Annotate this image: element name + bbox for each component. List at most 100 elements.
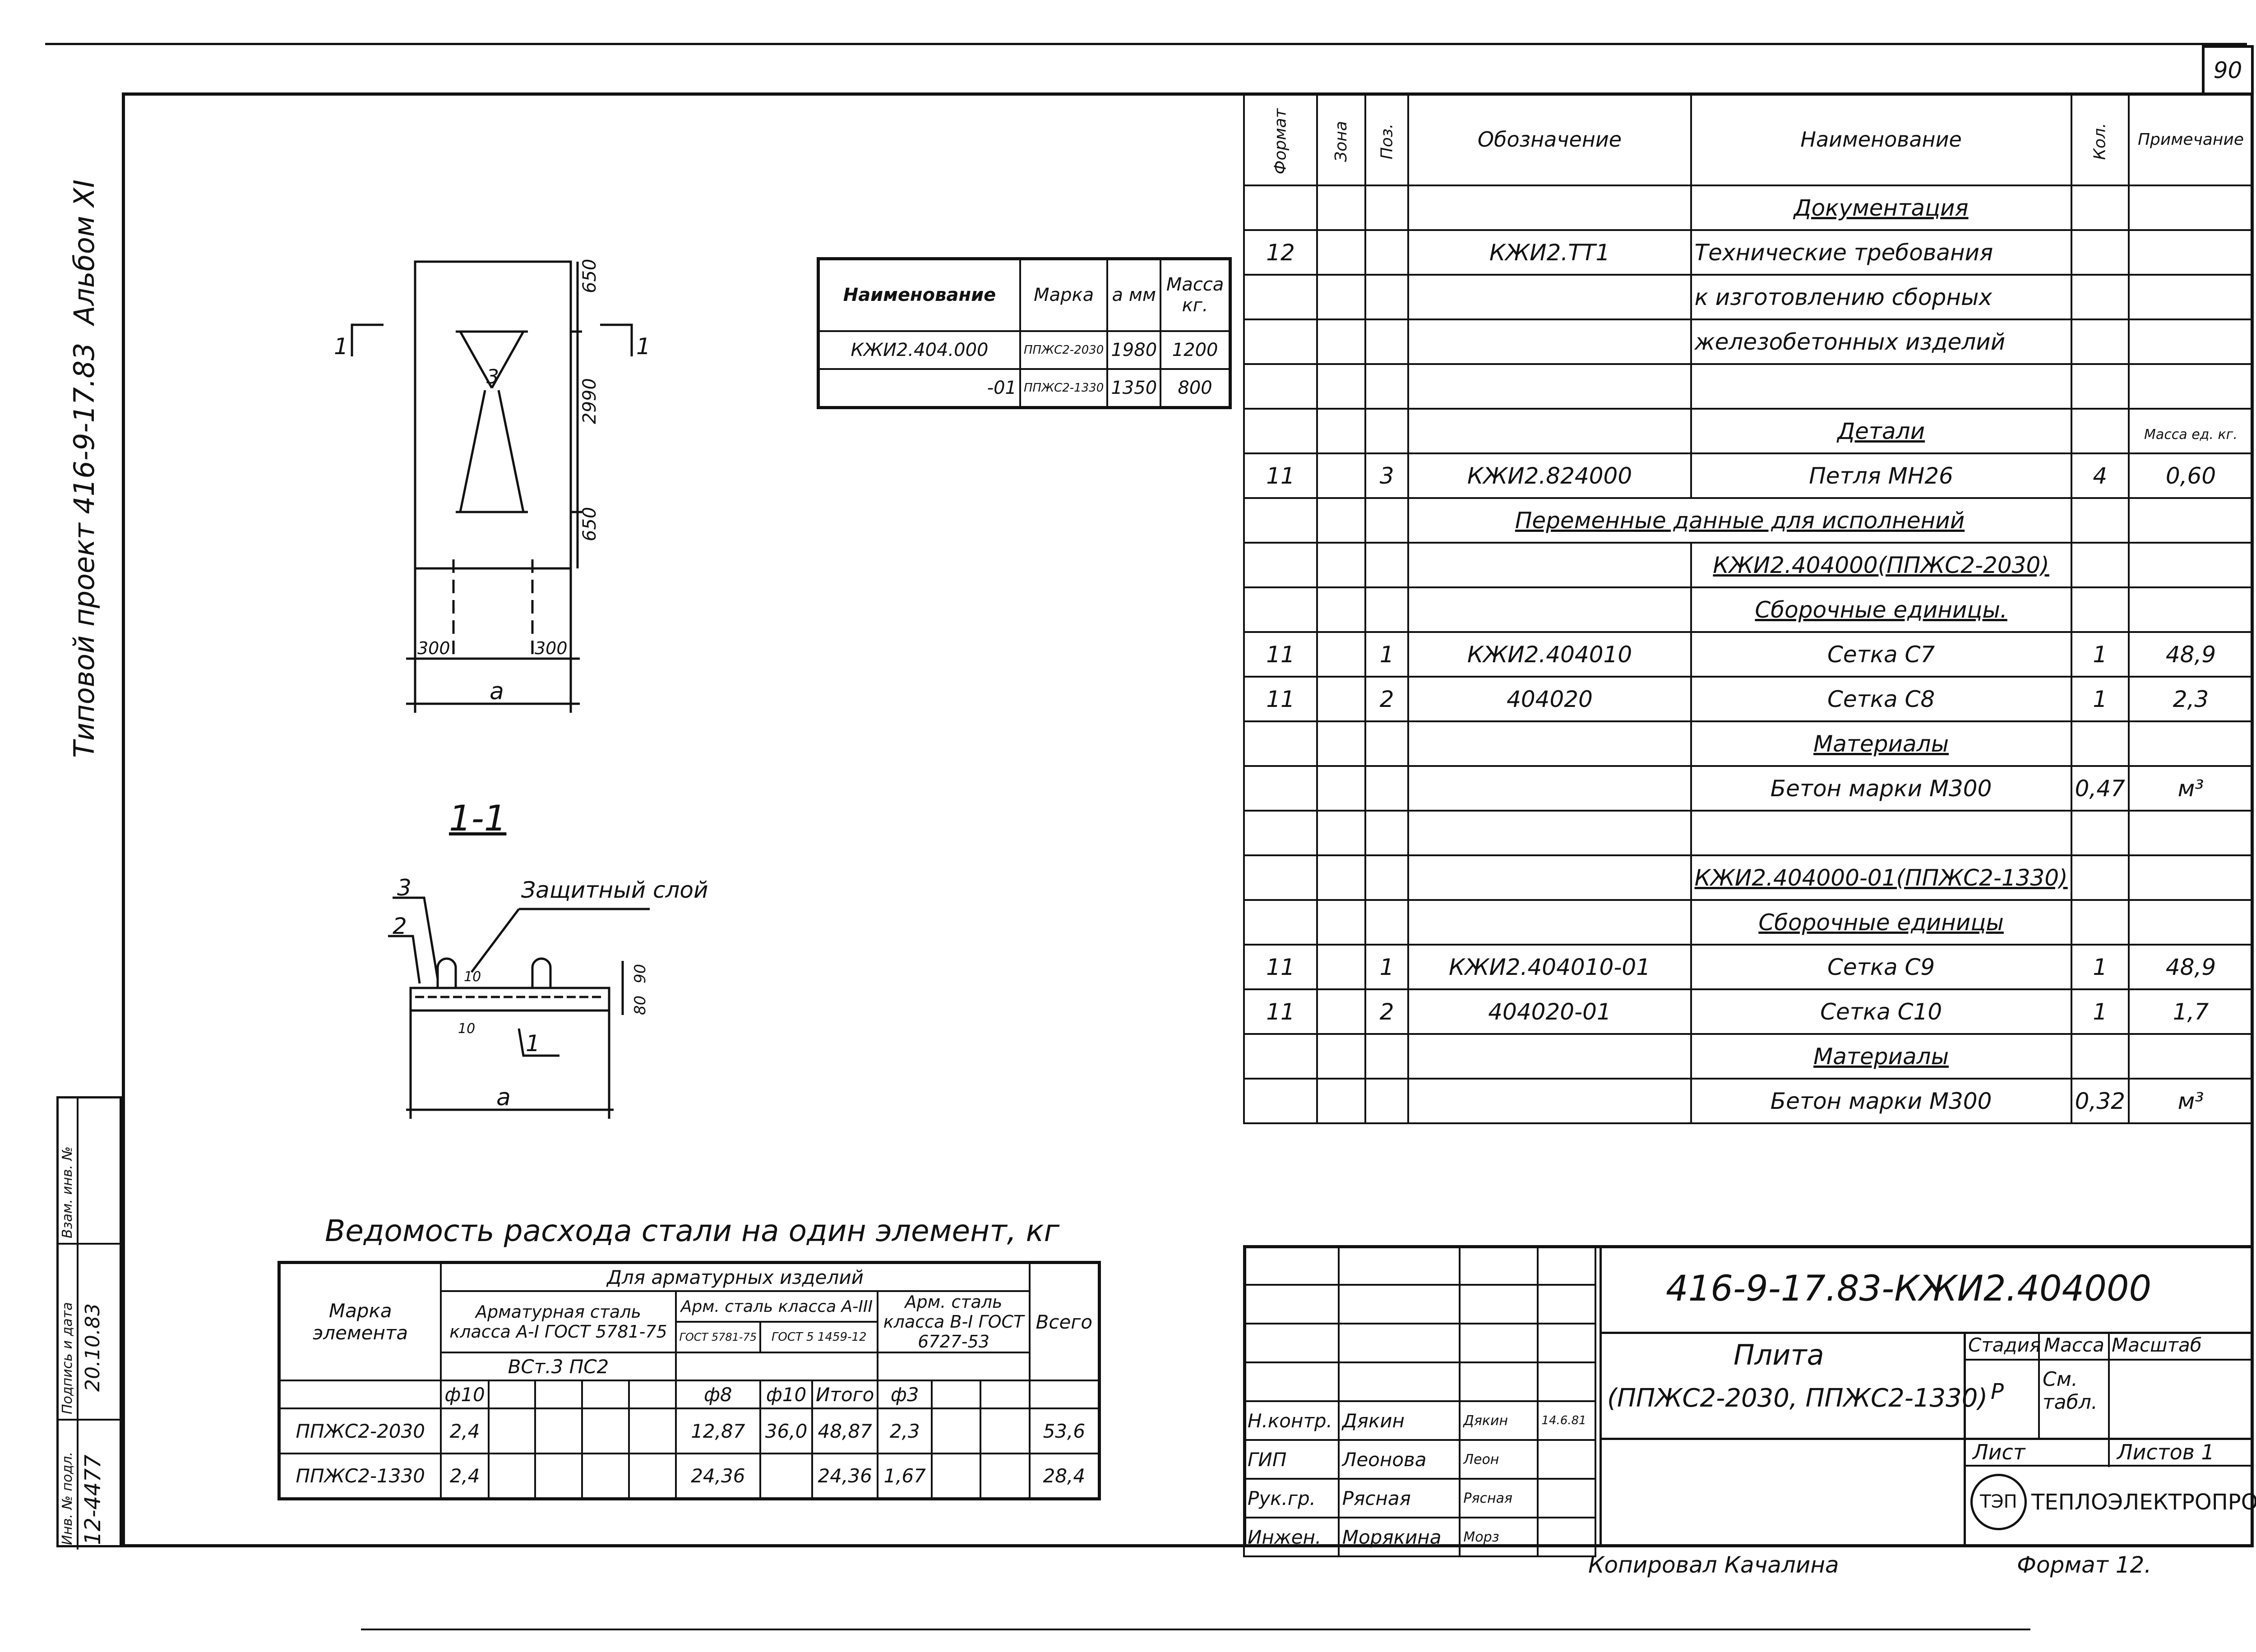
spec-cell: 48,9 — [2165, 954, 2216, 980]
section-pos-3: 3 — [397, 875, 411, 901]
steel-cell: 2,4 — [440, 1407, 490, 1454]
spec-row: Переменные данные для исполнений — [1243, 497, 2254, 544]
signature-cell — [1537, 1517, 1596, 1557]
steel-d-a3-2: ф10 — [759, 1380, 813, 1409]
spec-cell: КЖИ2.ТТ1 — [1489, 239, 1610, 266]
spec-cell: 0,32 — [2075, 1088, 2125, 1114]
steel-cell: 48,87 — [811, 1407, 879, 1454]
spec-cell: КЖИ2.404010 — [1467, 641, 1632, 668]
org-name: ТЕПЛОЭЛЕКТРОПРОЕКТ — [2031, 1490, 2256, 1515]
inv-no: 12-4477 — [80, 1454, 106, 1545]
section-dim-a: a — [496, 1084, 511, 1111]
mass-table: Наименование Марка a мм Масса кг. КЖИ2.4… — [817, 257, 1232, 409]
spec-row: 12 КЖИ2.ТТ1 Технические требования — [1243, 229, 2254, 276]
section-title: 1-1 — [449, 798, 507, 839]
sign-date-label: Подпись и дата — [60, 1302, 75, 1415]
mass-cell: 1200 — [1160, 330, 1231, 370]
spec-cell: 3 — [1379, 462, 1394, 489]
mass-cell: ППЖС2-2030 — [1019, 330, 1109, 370]
steel-row-mark: ППЖС2-1330 — [278, 1453, 442, 1500]
dim-80: 80 — [631, 996, 649, 1015]
spec-cell: Технические требования — [1694, 239, 1993, 266]
signature-cell — [1537, 1439, 1596, 1480]
mass-col-mass: Масса кг. — [1160, 258, 1231, 332]
spec-cell: 1 — [1379, 641, 1394, 668]
spec-row: Сборочные единицы. — [1243, 586, 2254, 633]
spec-row: к изготовлению сборных — [1243, 274, 2254, 320]
top-border-line — [45, 43, 2247, 45]
vzam-label: Взам. инв. № — [60, 1146, 75, 1238]
dim-90: 90 — [631, 964, 649, 983]
spec-cell: 2,3 — [2173, 686, 2209, 712]
spec-header-name: Наименование — [1690, 92, 2072, 186]
spec-cell: Сетка С8 — [1827, 686, 1935, 712]
signature-cell: ГИП — [1243, 1439, 1340, 1480]
steel-header-mark: Марка элемента — [278, 1261, 442, 1381]
spec-row: Документация — [1243, 185, 2254, 231]
scale-label: Масштаб — [2112, 1334, 2202, 1356]
spec-cell: к изготовлению сборных — [1694, 284, 1992, 310]
dim-10-top: 10 — [464, 969, 481, 985]
doc-code: 416-9-17.83-КЖИ2.404000 — [1666, 1269, 2152, 1309]
steel-cell: 1,67 — [877, 1453, 933, 1500]
sign-date: 20.10.83 — [81, 1303, 104, 1392]
spec-cell: 11 — [1266, 686, 1295, 712]
dim-a: a — [490, 678, 504, 705]
spec-header-designation: Обозначение — [1407, 92, 1692, 186]
spec-cell: 1 — [2093, 954, 2108, 980]
spec-cell: КЖИ2.824000 — [1467, 462, 1632, 489]
bottom-line — [361, 1629, 2030, 1630]
spec-cell: Сетка С10 — [1820, 998, 1942, 1025]
steel-header-group: Для арматурных изделий — [440, 1261, 1031, 1292]
spec-cell: Детали — [1837, 418, 1925, 444]
steel-header-a3-gost2: ГОСТ 5 1459-12 — [759, 1321, 879, 1353]
project-label: Типовой проект 416-9-17.83 — [68, 342, 101, 758]
mass-cell: ППЖС2-1330 — [1019, 368, 1109, 408]
spec-cell: 0,47 — [2075, 775, 2125, 802]
steel-cell: 2,3 — [877, 1407, 933, 1454]
section-drawing: 3 2 Защитный слой 1 90 80 10 10 a — [388, 875, 708, 1119]
steel-row-mark: ППЖС2-2030 — [278, 1407, 442, 1454]
stage-value: Р — [1991, 1379, 2004, 1404]
steel-table-title: Ведомость расхода стали на один элемент,… — [325, 1214, 1060, 1248]
inv-no-label: Инв. № подл. — [60, 1452, 75, 1545]
spec-cell: Сетка С9 — [1827, 954, 1935, 980]
dim-650-top: 650 — [579, 259, 600, 293]
mass-cell: -01 — [817, 368, 1021, 408]
spec-cell: КЖИ2.404000(ППЖС2-2030) — [1713, 552, 2049, 578]
steel-d-a3-1: ф8 — [675, 1380, 762, 1409]
spec-row — [1243, 810, 2254, 856]
spec-cell: 12 — [1266, 239, 1295, 266]
doc-name: Плита — [1734, 1338, 1824, 1371]
steel-cell: 36,0 — [759, 1407, 813, 1454]
spec-row: Материалы — [1243, 1033, 2254, 1080]
section-mark-left: 1 — [334, 333, 348, 360]
spec-row: железобетонных изделий — [1243, 318, 2254, 365]
protective-layer-label: Защитный слой — [521, 877, 708, 903]
dim-300-right: 300 — [535, 638, 568, 658]
spec-cell: Материалы — [1813, 1043, 1949, 1070]
steel-cell: 28,4 — [1028, 1453, 1100, 1500]
section-pos-2: 2 — [393, 913, 407, 939]
steel-cell: 12,87 — [675, 1407, 762, 1454]
dim-300-left: 300 — [417, 638, 450, 658]
steel-cell: 53,6 — [1028, 1407, 1100, 1454]
steel-header-a3-gost1: ГОСТ 5781-75 — [675, 1321, 762, 1353]
copied-by: Копировал Качалина — [1588, 1552, 1839, 1578]
spec-row: Сборочные единицы — [1243, 899, 2254, 946]
signature-cell: 14.6.81 — [1537, 1400, 1596, 1441]
plate-plan-drawing: 3 1 1 650 650 2990 300 300 a — [334, 259, 651, 713]
format-label: Формат 12. — [2017, 1552, 2152, 1578]
signature-cell: Рясная — [1337, 1478, 1461, 1518]
steel-d-a3-sum: Итого — [811, 1380, 879, 1409]
